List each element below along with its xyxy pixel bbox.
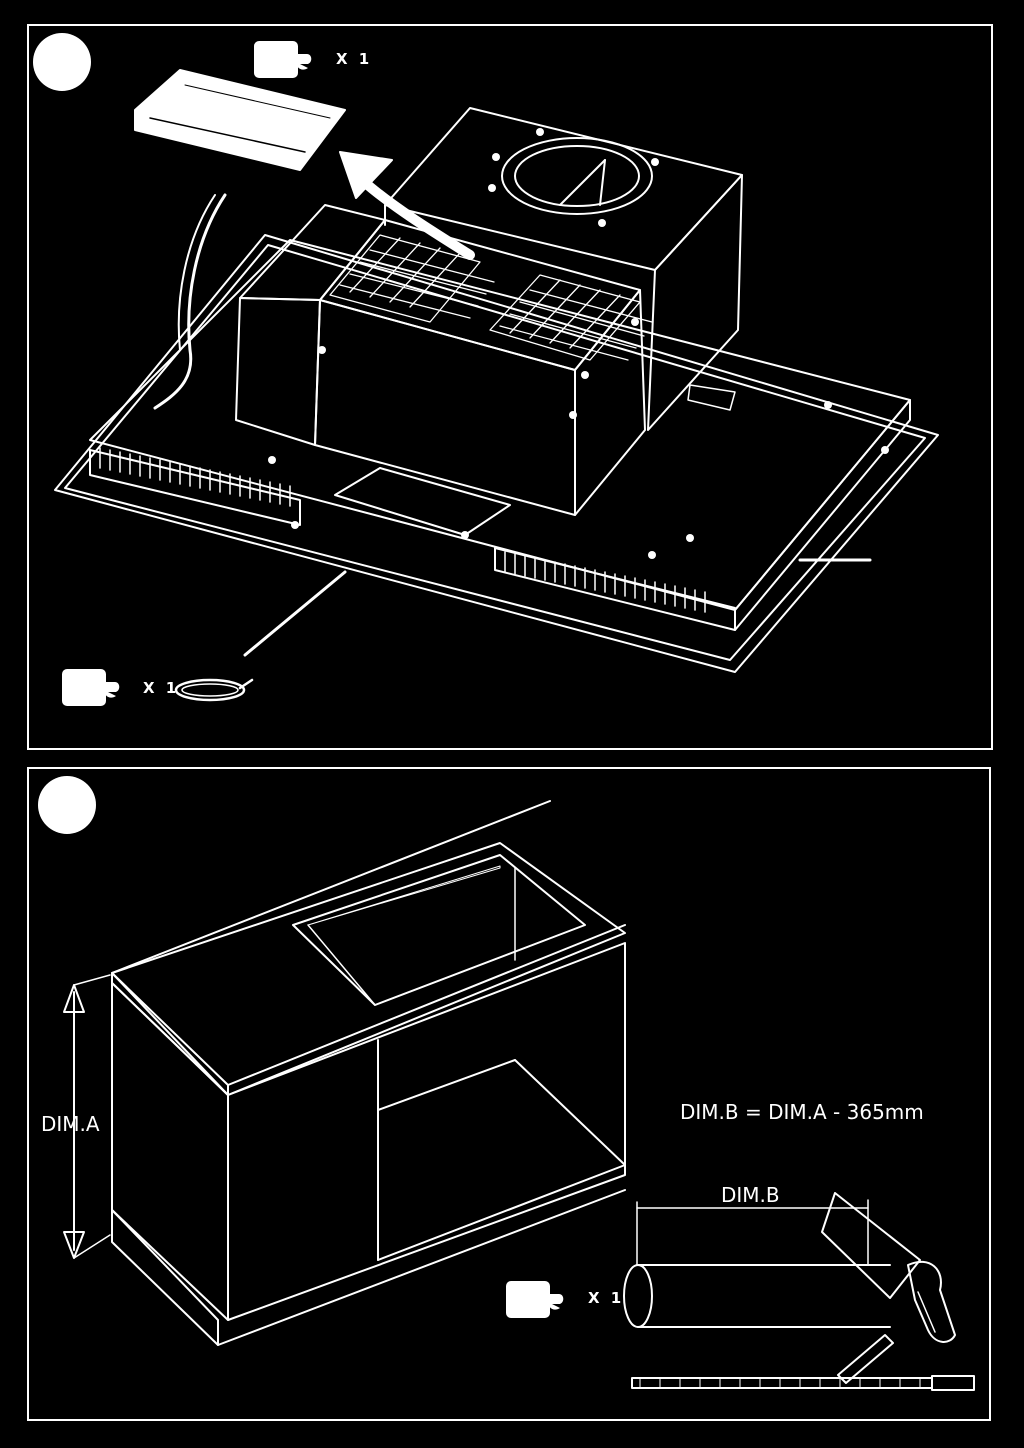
seal-kit-quantity: X 1 (143, 679, 180, 697)
saw-icon (821, 1192, 956, 1343)
dim-a-arrow (63, 974, 111, 1259)
step-2-marker (38, 776, 96, 834)
filter-kit-quantity: X 1 (336, 50, 373, 68)
dim-a-label: DIM.A (41, 1112, 100, 1136)
seal-pointer (243, 570, 347, 657)
front-vent-slots (99, 447, 706, 613)
filter-cover (134, 69, 346, 171)
step-1-marker (33, 33, 91, 91)
pencil-icon (837, 1334, 894, 1384)
step-1-panel (27, 24, 993, 750)
spare-parts-kit-icon (62, 669, 120, 706)
duct-pipe (623, 1264, 891, 1328)
removal-arrow (357, 175, 475, 260)
motor-housing (235, 107, 743, 516)
spare-parts-kit-icon (254, 41, 312, 78)
dim-b-label: DIM.B (721, 1183, 780, 1207)
step-2-panel (27, 767, 991, 1421)
hood-base-trim (54, 234, 939, 673)
seal-ring-icon (174, 678, 246, 702)
dimension-formula: DIM.B = DIM.A - 365mm (680, 1100, 924, 1124)
spare-parts-kit-icon (506, 1281, 564, 1318)
ruler-icon (631, 1375, 975, 1391)
dim-b-dimension (636, 1199, 869, 1266)
duct-kit-quantity: X 1 (588, 1289, 625, 1307)
step-1-illustration (54, 69, 939, 702)
